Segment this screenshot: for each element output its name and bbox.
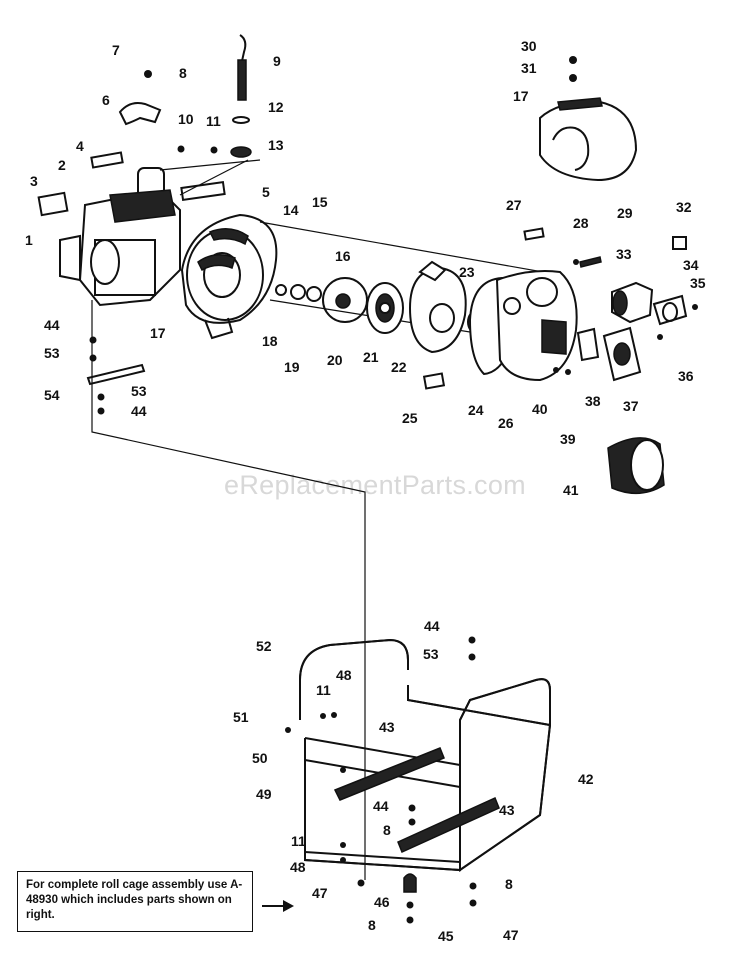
callout-11b: 11 xyxy=(316,682,331,698)
callout-36: 36 xyxy=(678,368,694,384)
callout-1: 1 xyxy=(25,232,33,248)
impeller xyxy=(366,282,404,334)
callout-14: 14 xyxy=(283,202,299,218)
callout-25: 25 xyxy=(402,410,418,426)
callout-43a: 43 xyxy=(379,719,395,735)
callout-11: 11 xyxy=(206,113,221,129)
mount-hardware-left xyxy=(86,300,366,880)
callout-29: 29 xyxy=(617,205,633,221)
callout-15: 15 xyxy=(312,194,328,210)
callout-5: 5 xyxy=(262,184,270,200)
pump-housing xyxy=(180,213,561,341)
callout-53b: 53 xyxy=(131,383,147,399)
callout-48a: 48 xyxy=(336,667,352,683)
callout-49: 49 xyxy=(256,786,272,802)
callout-52: 52 xyxy=(256,638,272,654)
callout-47a: 47 xyxy=(312,885,328,901)
pump-body xyxy=(467,270,578,382)
callout-17b: 17 xyxy=(513,88,529,104)
strainer xyxy=(607,437,665,494)
callout-24: 24 xyxy=(468,402,484,418)
callout-labels: 7 8 6 9 10 11 12 13 4 2 3 5 14 15 16 1 1… xyxy=(25,38,706,944)
callout-18: 18 xyxy=(262,333,278,349)
callout-31: 31 xyxy=(521,60,537,76)
handle-parts xyxy=(118,34,252,158)
callout-22: 22 xyxy=(391,359,407,375)
callout-51: 51 xyxy=(233,709,249,725)
callout-12: 12 xyxy=(268,99,284,115)
callout-35: 35 xyxy=(690,275,706,291)
callout-16: 16 xyxy=(335,248,351,264)
callout-26: 26 xyxy=(498,415,514,431)
callout-28: 28 xyxy=(573,215,589,231)
callout-8d: 8 xyxy=(505,876,513,892)
callout-42: 42 xyxy=(578,771,594,787)
callout-53c: 53 xyxy=(423,646,439,662)
callout-44d: 44 xyxy=(424,618,440,634)
seal-rings xyxy=(275,277,368,323)
callout-33: 33 xyxy=(616,246,632,262)
note-arrow xyxy=(262,900,294,912)
callout-40: 40 xyxy=(532,401,548,417)
callout-8c: 8 xyxy=(368,917,376,933)
callout-37: 37 xyxy=(623,398,639,414)
callout-4: 4 xyxy=(76,138,84,154)
callout-23: 23 xyxy=(459,264,475,280)
callout-8: 8 xyxy=(179,65,187,81)
callout-54: 54 xyxy=(44,387,60,403)
wear-plate xyxy=(408,260,467,354)
callout-20: 20 xyxy=(327,352,343,368)
callout-44b: 44 xyxy=(131,403,147,419)
engine-assembly xyxy=(37,151,261,307)
roll-cage-note: For complete roll cage assembly use A-48… xyxy=(17,871,253,932)
callout-41: 41 xyxy=(563,482,579,498)
callout-7: 7 xyxy=(112,42,120,58)
callout-13: 13 xyxy=(268,137,284,153)
callout-48b: 48 xyxy=(290,859,306,875)
callout-3: 3 xyxy=(30,173,38,189)
callout-47b: 47 xyxy=(503,927,519,943)
callout-8b: 8 xyxy=(383,822,391,838)
callout-39: 39 xyxy=(560,431,576,447)
callout-6: 6 xyxy=(102,92,110,108)
callout-53a: 53 xyxy=(44,345,60,361)
callout-34: 34 xyxy=(683,257,699,273)
callout-9: 9 xyxy=(273,53,281,69)
callout-32: 32 xyxy=(676,199,692,215)
callout-50: 50 xyxy=(252,750,268,766)
callout-10: 10 xyxy=(178,111,194,127)
callout-2: 2 xyxy=(58,157,66,173)
callout-38: 38 xyxy=(585,393,601,409)
callout-43b: 43 xyxy=(499,802,515,818)
roll-cage xyxy=(285,636,551,924)
callout-17a: 17 xyxy=(150,325,166,341)
callout-19: 19 xyxy=(284,359,300,375)
callout-30: 30 xyxy=(521,38,537,54)
pump-fittings xyxy=(422,227,698,390)
callout-44c: 44 xyxy=(373,798,389,814)
watermark: eReplacementParts.com xyxy=(224,470,526,500)
callout-44a: 44 xyxy=(44,317,60,333)
callout-46: 46 xyxy=(374,894,390,910)
callout-27: 27 xyxy=(506,197,522,213)
callout-21: 21 xyxy=(363,349,379,365)
callout-11c: 11 xyxy=(291,833,306,849)
volute-alt-view xyxy=(539,56,638,182)
callout-45: 45 xyxy=(438,928,454,944)
